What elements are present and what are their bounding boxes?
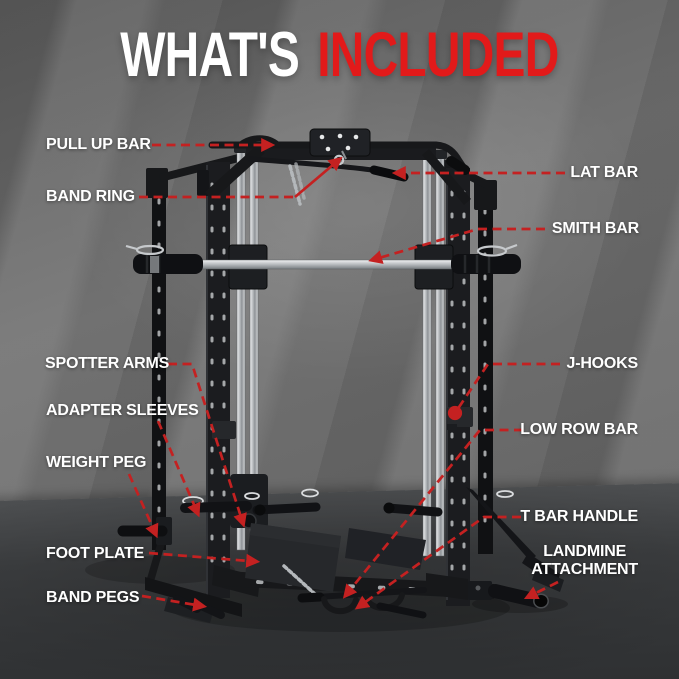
machine-body	[85, 128, 568, 632]
leader-smith-bar	[368, 227, 545, 264]
title-whats: WHAT'S	[120, 20, 300, 90]
label-lat-bar: LAT BAR	[570, 164, 638, 181]
label-weight-peg: WEIGHT PEG	[46, 454, 147, 471]
leader-low-row-bar	[342, 428, 523, 599]
label-spotter-arms: SPOTTER ARMS	[45, 355, 170, 372]
stored-spotter-arm-left	[252, 502, 321, 515]
label-foot-plate: FOOT PLATE	[46, 545, 145, 562]
spotter-arm-holder	[212, 421, 236, 439]
leader-j-hooks	[447, 362, 560, 421]
label-smith-bar: SMITH BAR	[551, 220, 639, 237]
label-band-ring: BAND RING	[46, 188, 135, 205]
foot-plate-part	[245, 523, 426, 592]
leader-t-bar-handle	[354, 515, 521, 610]
label-pull-up-bar: PULL UP BAR	[46, 136, 151, 153]
title-included: INCLUDED	[317, 20, 559, 90]
front-posts	[197, 162, 470, 606]
leader-weight-peg	[127, 473, 159, 539]
leader-band-ring-d	[294, 156, 343, 199]
label-adapter-sleeves: ADAPTER SLEEVES	[46, 402, 199, 419]
leader-band-pegs	[141, 594, 208, 612]
leader-lines	[127, 137, 565, 612]
leader-adapter-sleeves	[156, 420, 201, 518]
pull-up-bar-assembly	[205, 128, 471, 205]
leader-landmine	[523, 580, 559, 600]
stored-spotter-arm-right	[383, 503, 443, 517]
label-t-bar-handle: T BAR HANDLE	[520, 508, 638, 525]
label-low-row-bar: LOW ROW BAR	[520, 421, 638, 438]
leader-spotter-arms	[168, 362, 247, 528]
smith-bar-part	[125, 243, 521, 274]
label-landmine-attachment: LANDMINE ATTACHMENT	[531, 543, 638, 578]
j-hook-part	[447, 407, 473, 430]
leader-foot-plate	[148, 551, 261, 568]
label-j-hooks: J-HOOKS	[566, 355, 639, 372]
label-band-pegs: BAND PEGS	[46, 589, 140, 606]
chain	[288, 164, 302, 206]
